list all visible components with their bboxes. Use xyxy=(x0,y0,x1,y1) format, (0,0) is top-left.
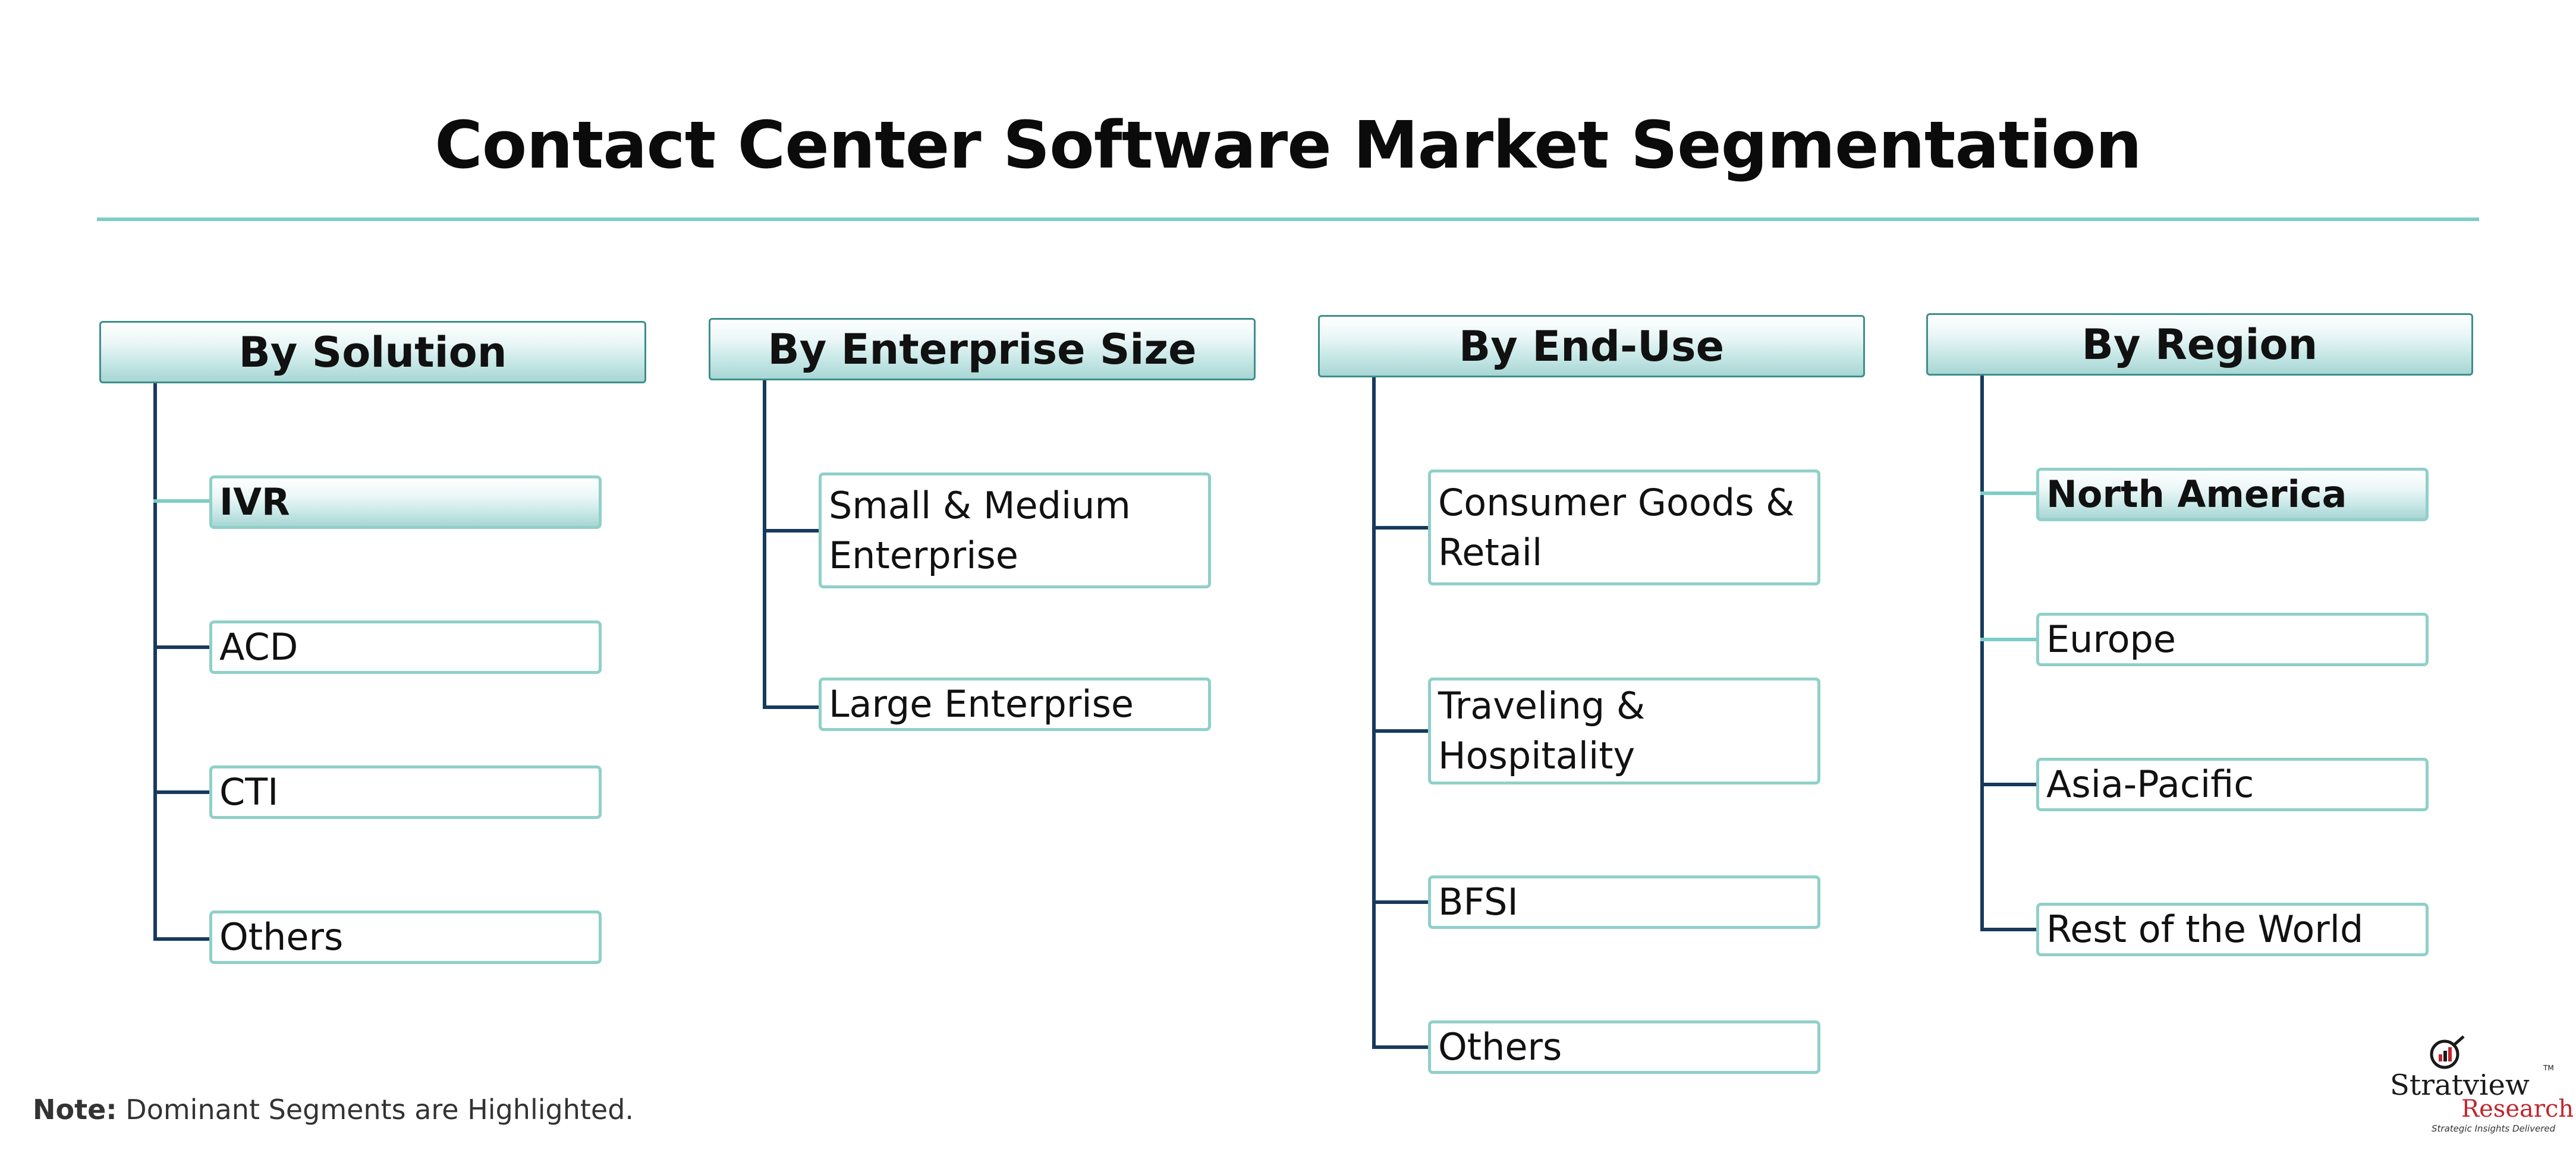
column-header: By End-Use xyxy=(1318,315,1865,377)
tree-branch xyxy=(1980,491,2036,495)
tree-branch xyxy=(153,499,209,503)
stratview-logo: Stratview TM Research Strategic Insights… xyxy=(2378,1034,2574,1135)
logo-research: Research xyxy=(2461,1095,2574,1123)
tree-branch xyxy=(1980,783,2036,786)
segment-item: BFSI xyxy=(1428,875,1820,929)
logo-tagline: Strategic Insights Delivered xyxy=(2432,1123,2556,1134)
tree-branch xyxy=(153,645,209,649)
segment-item: Small & Medium Enterprise xyxy=(819,472,1211,588)
tree-branch xyxy=(1372,729,1428,733)
column-header: By Solution xyxy=(99,321,646,383)
tree-branch xyxy=(1372,526,1428,530)
tree-branch xyxy=(153,937,209,941)
tree-trunk xyxy=(1980,376,1984,931)
segment-item: IVR xyxy=(209,475,602,529)
logo-name: Stratview xyxy=(2390,1069,2530,1102)
tree-branch xyxy=(763,705,819,709)
page-title: Contact Center Software Market Segmentat… xyxy=(435,107,2142,183)
logo-trademark: TM xyxy=(2543,1064,2554,1072)
tree-branch xyxy=(1980,638,2036,641)
tree-branch xyxy=(1372,1045,1428,1049)
tree-trunk xyxy=(153,383,157,941)
tree-branch xyxy=(1980,928,2036,931)
footnote: Note: Dominant Segments are Highlighted. xyxy=(33,1094,634,1126)
column-header: By Enterprise Size xyxy=(709,318,1256,380)
tree-trunk xyxy=(763,380,766,709)
segment-item: Asia-Pacific xyxy=(2036,758,2429,811)
segment-item: ACD xyxy=(209,620,602,674)
footnote-label: Note: xyxy=(33,1094,117,1126)
chart-magnifier-icon xyxy=(2430,1035,2465,1069)
segment-item: Others xyxy=(1428,1020,1820,1074)
footnote-text: Dominant Segments are Highlighted. xyxy=(117,1094,634,1126)
segment-item: Consumer Goods & Retail xyxy=(1428,470,1820,585)
tree-trunk xyxy=(1372,377,1376,1049)
segment-item: Rest of the World xyxy=(2036,903,2429,956)
tree-branch xyxy=(1372,900,1428,904)
tree-branch xyxy=(153,790,209,794)
segment-item: CTI xyxy=(209,765,602,819)
tree-branch xyxy=(763,529,819,533)
column-header: By Region xyxy=(1926,313,2473,376)
title-divider xyxy=(97,218,2479,221)
segment-item: Traveling & Hospitality xyxy=(1428,678,1820,784)
segment-item: Large Enterprise xyxy=(819,678,1211,731)
segment-item: Europe xyxy=(2036,613,2429,666)
segment-item: North America xyxy=(2036,468,2429,521)
segment-item: Others xyxy=(209,910,602,964)
